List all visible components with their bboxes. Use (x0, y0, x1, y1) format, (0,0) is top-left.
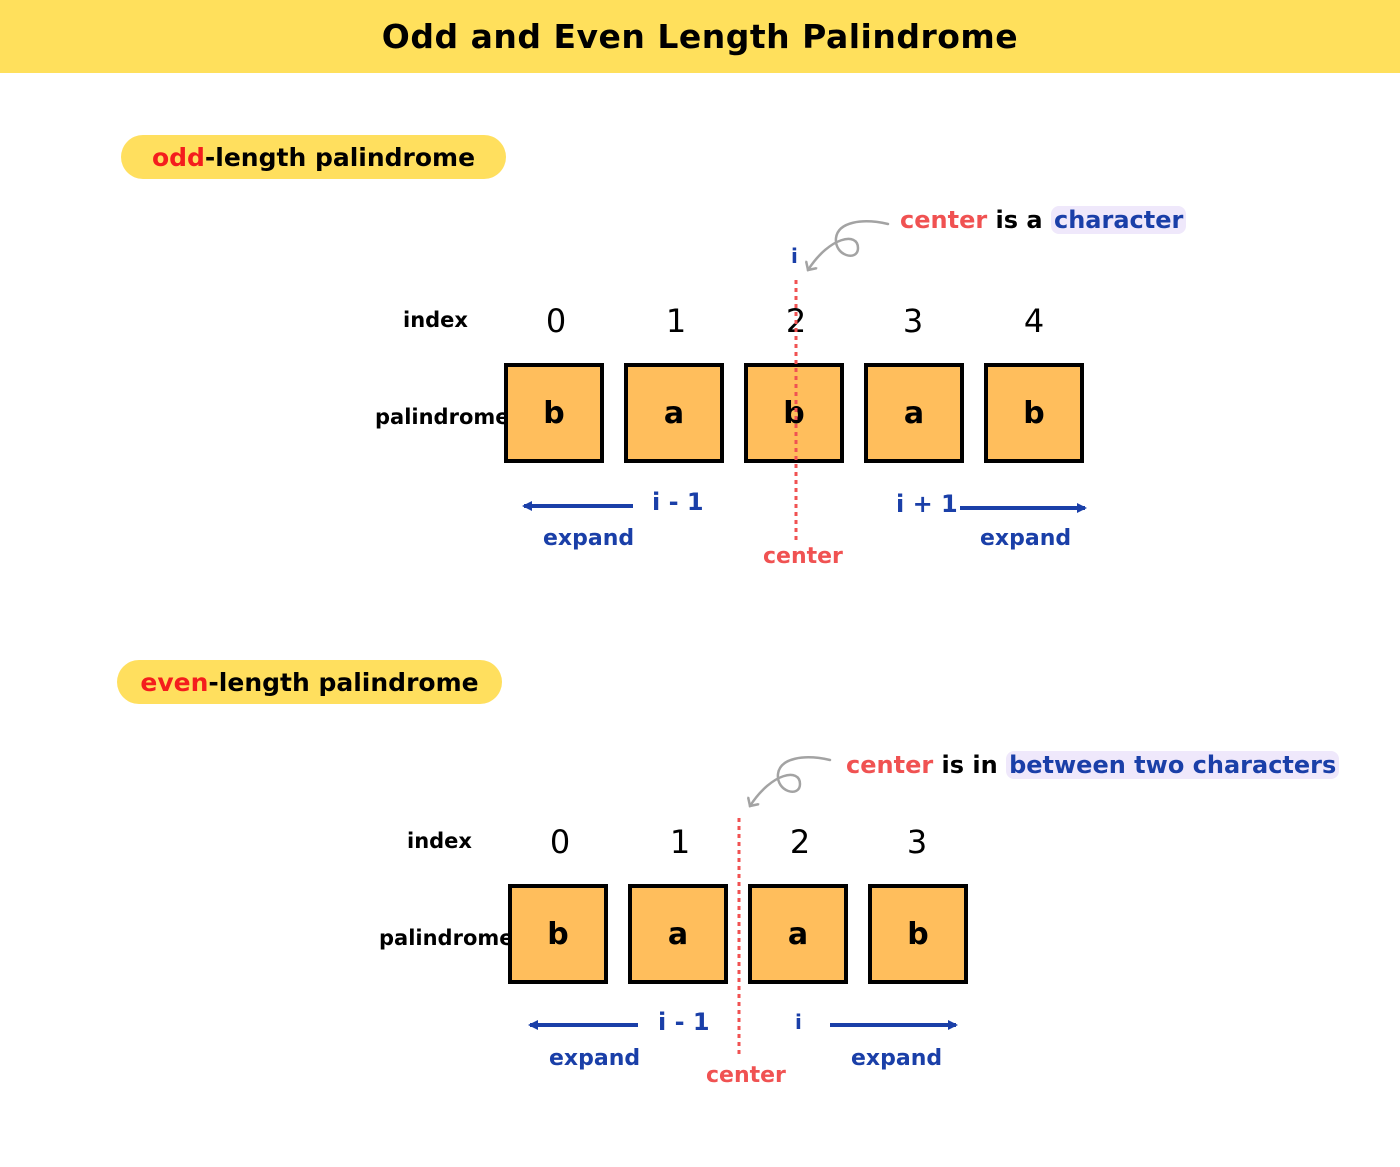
odd-right-expand-label: expand (980, 526, 1072, 551)
even-note-mid: is in (933, 751, 1007, 779)
odd-note-mid: is a (987, 206, 1051, 234)
even-char-box-0: b (508, 884, 608, 984)
even-index-1: 1 (669, 823, 691, 861)
even-center-label: center (706, 1063, 786, 1088)
page-title: Odd and Even Length Palindrome (381, 17, 1019, 56)
even-index-3: 3 (906, 823, 928, 861)
odd-pointer-i: i (791, 244, 798, 268)
even-right-index-label: i (795, 1010, 802, 1034)
odd-palindrome-label: palindrome (375, 405, 510, 429)
odd-char-box-0: b (504, 363, 604, 463)
even-char-box-3: b (868, 884, 968, 984)
even-index-2: 2 (789, 823, 811, 861)
even-pill-rest: -length palindrome (208, 667, 479, 697)
odd-index-1: 1 (665, 302, 687, 340)
odd-note-tail: character (1050, 206, 1187, 234)
even-left-index-label: i - 1 (658, 1008, 710, 1036)
even-pill-highlight: even (140, 667, 209, 697)
even-index-label: index (407, 829, 472, 853)
odd-center-label: center (763, 544, 843, 569)
odd-index-label: index (403, 308, 468, 332)
odd-left-index-label: i - 1 (652, 488, 704, 516)
odd-index-4: 4 (1023, 302, 1045, 340)
even-note-center: center (846, 751, 934, 779)
odd-index-0: 0 (545, 302, 567, 340)
even-palindrome-label: palindrome (379, 926, 514, 950)
odd-center-note: center is a character (900, 206, 1187, 234)
title-banner: Odd and Even Length Palindrome (0, 0, 1400, 73)
odd-char-box-4: b (984, 363, 1084, 463)
even-char-box-2: a (748, 884, 848, 984)
odd-note-center: center (900, 206, 988, 234)
odd-left-expand-label: expand (543, 526, 635, 551)
even-section-pill: even-length palindrome (117, 660, 502, 704)
odd-char-box-1: a (624, 363, 724, 463)
odd-section-pill: odd-length palindrome (121, 135, 506, 179)
even-right-expand-label: expand (851, 1046, 943, 1071)
odd-pill-highlight: odd (151, 142, 205, 172)
odd-index-3: 3 (902, 302, 924, 340)
even-center-note: center is in between two characters (846, 751, 1340, 779)
odd-curly-pointer-arrow (808, 220, 890, 270)
even-curly-pointer-arrow (750, 756, 832, 806)
odd-right-index-label: i + 1 (896, 490, 958, 518)
odd-char-box-2: b (744, 363, 844, 463)
even-left-expand-label: expand (549, 1046, 641, 1071)
odd-index-2: 2 (785, 302, 807, 340)
odd-pill-rest: -length palindrome (204, 142, 476, 172)
even-index-0: 0 (549, 823, 571, 861)
even-char-box-1: a (628, 884, 728, 984)
odd-char-box-3: a (864, 363, 964, 463)
even-note-tail: between two characters (1006, 751, 1340, 779)
